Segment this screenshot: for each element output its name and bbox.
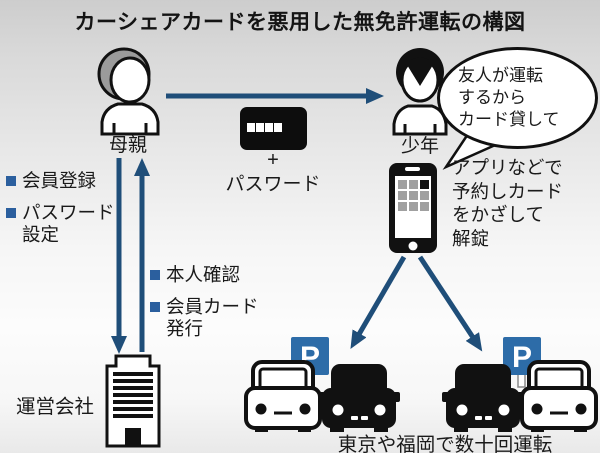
- member-card-icon: [240, 107, 307, 150]
- list-item-card-issue: 会員カード 発行: [150, 296, 259, 340]
- black-car-icon: [318, 364, 400, 432]
- list-item-password-setup: パスワード 設定: [6, 202, 115, 246]
- boy-icon: [392, 48, 448, 136]
- diagram-title: カーシェアカードを悪用した無免許運転の構図: [74, 11, 526, 34]
- list-item-registration: 会員登録: [6, 170, 96, 192]
- mother-icon: [97, 47, 160, 136]
- speech-bubble: 友人が運転 するから カード貸して: [437, 47, 598, 149]
- result-note: 東京や福岡で数十回運転: [337, 434, 553, 453]
- list-item-identity-check: 本人確認: [150, 264, 240, 286]
- card-plus-sign: +: [267, 149, 279, 171]
- step-label: 会員登録: [22, 170, 97, 191]
- company-label: 運営会社: [15, 396, 94, 418]
- bullet-square-icon: [150, 302, 160, 312]
- company-building-icon: [105, 354, 161, 448]
- mother-label: 母親: [108, 135, 147, 156]
- card-password-label: パスワード: [225, 174, 321, 195]
- arrow-phone-to-left-parking: [350, 255, 407, 349]
- boy-label: 少年: [400, 136, 439, 157]
- step-label: 会員カード 発行: [166, 296, 259, 339]
- white-car-icon: [520, 360, 598, 432]
- parking-p-letter: P: [512, 341, 532, 374]
- black-car-icon: [442, 364, 524, 432]
- white-car-icon: [244, 360, 322, 432]
- step-label: 本人確認: [166, 264, 241, 285]
- bullet-square-icon: [150, 270, 160, 280]
- arrow-phone-to-right-parking: [417, 255, 483, 352]
- bullet-square-icon: [6, 176, 16, 186]
- phone-usage-note: アプリなどで 予約しカード をかざして 解錠: [452, 157, 564, 249]
- bullet-square-icon: [6, 208, 16, 218]
- step-label: パスワード 設定: [22, 202, 115, 245]
- smartphone-icon: [389, 163, 437, 253]
